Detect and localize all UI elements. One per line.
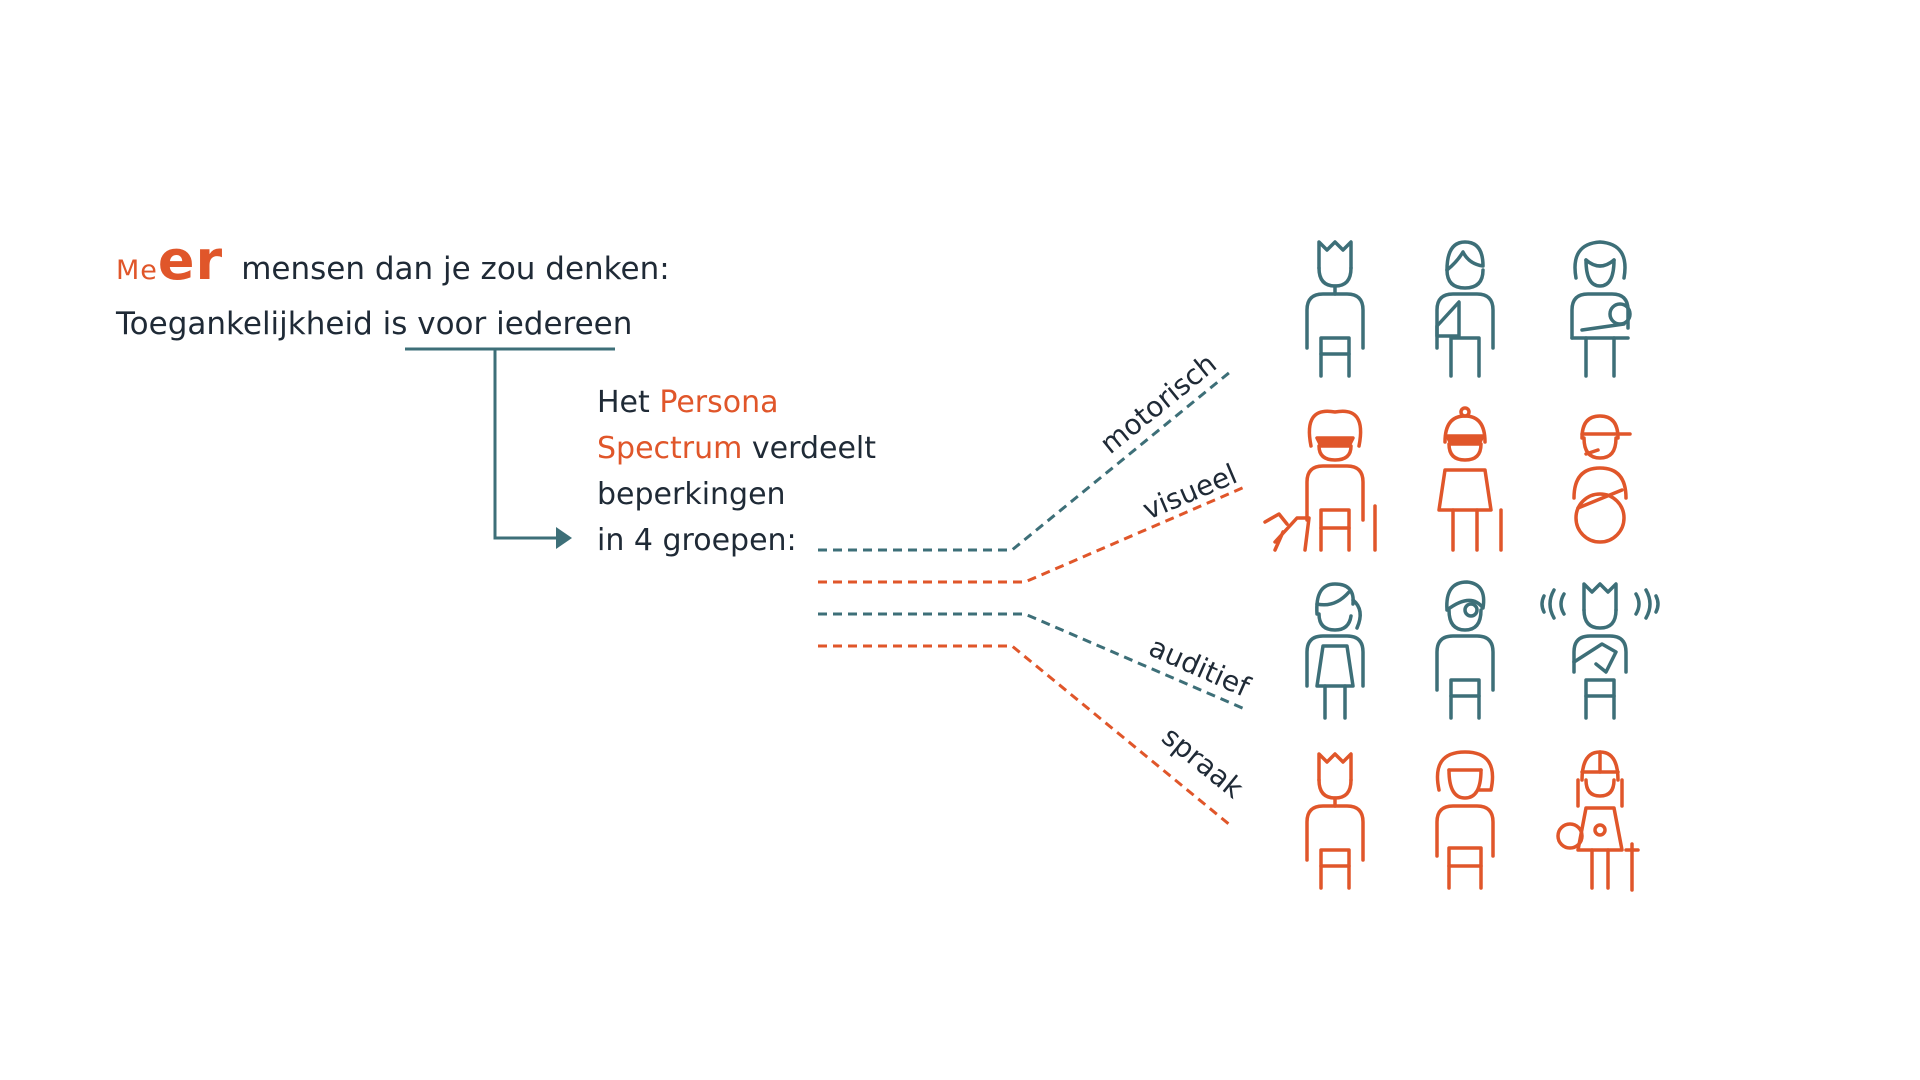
branch-spraak [818, 644, 1231, 827]
label-motorisch: motorisch [1094, 347, 1223, 460]
label-auditief: auditief [1144, 630, 1256, 704]
meer-logo: Meer [116, 229, 224, 292]
heading-line-1: Meer mensen dan je zou denken: [116, 229, 670, 294]
person-crown-icon [1305, 752, 1365, 890]
man-noise-icon [1540, 582, 1660, 720]
woman-bob-icon [1435, 750, 1495, 890]
child-wheelchair-icon [1572, 414, 1632, 544]
label-spraak: spraak [1156, 720, 1251, 806]
girl-helmet-ball-icon [1556, 750, 1640, 892]
heading-line-2: Toegankelijkheid is voor iedereen [116, 306, 633, 342]
heading-text: mensen dan je zou denken: [241, 251, 670, 287]
branch-auditief [818, 612, 1248, 712]
person-arm-sling-icon [1435, 240, 1495, 378]
person-crown-icon [1305, 240, 1365, 378]
elderly-woman-cane-icon [1437, 406, 1503, 552]
label-visueel: visueel [1138, 457, 1242, 526]
person-sunglasses-guide-dog-icon [1263, 409, 1377, 552]
woman-ponytail-icon [1305, 582, 1365, 720]
branch-motorisch [818, 370, 1231, 552]
man-glasses-icon [1435, 580, 1495, 720]
persona-spectrum-explanation: Het Persona Spectrum verdeelt beperkinge… [597, 385, 876, 558]
connector-arrow [405, 347, 615, 549]
branch-visueel [818, 484, 1248, 584]
woman-baby-icon [1570, 240, 1632, 378]
